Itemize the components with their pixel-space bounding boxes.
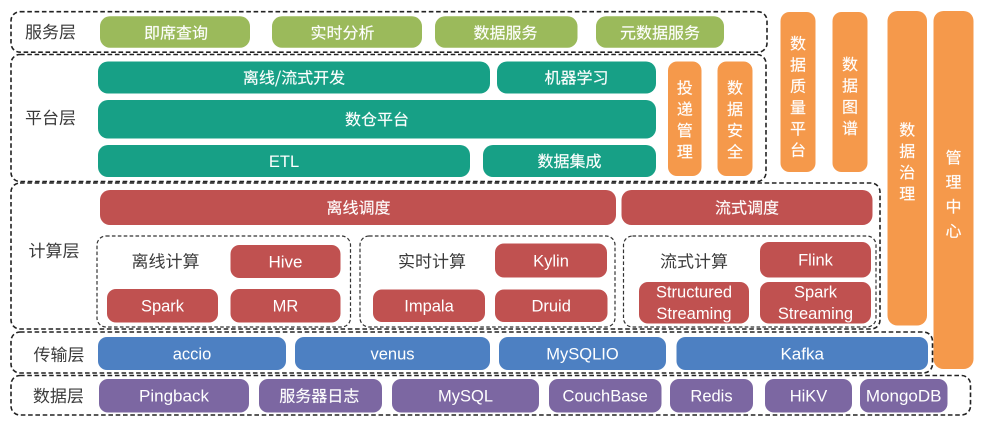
svg-text:Structured: Structured: [656, 283, 732, 301]
svg-text:Kylin: Kylin: [533, 252, 569, 270]
svg-text:Impala: Impala: [404, 298, 454, 316]
svg-text:Redis: Redis: [690, 388, 732, 406]
svg-text:Pingback: Pingback: [139, 387, 209, 406]
svg-text:Kafka: Kafka: [780, 345, 824, 364]
svg-text:MySQLIO: MySQLIO: [546, 345, 619, 363]
svg-text:HiKV: HiKV: [790, 388, 828, 406]
svg-text:venus: venus: [370, 345, 414, 363]
svg-text:MR: MR: [273, 298, 299, 316]
svg-text:CouchBase: CouchBase: [563, 388, 648, 406]
svg-text:Streaming: Streaming: [656, 305, 731, 323]
svg-text:Spark: Spark: [794, 283, 838, 301]
svg-text:Flink: Flink: [798, 252, 834, 270]
svg-text:MongoDB: MongoDB: [866, 387, 942, 406]
svg-text:accio: accio: [173, 345, 212, 363]
svg-text:MySQL: MySQL: [438, 388, 493, 406]
svg-text:Hive: Hive: [268, 253, 302, 272]
svg-text:Streaming: Streaming: [778, 305, 853, 323]
svg-text:Druid: Druid: [531, 298, 570, 316]
svg-text:Spark: Spark: [141, 298, 185, 316]
svg-text:ETL: ETL: [269, 153, 299, 171]
